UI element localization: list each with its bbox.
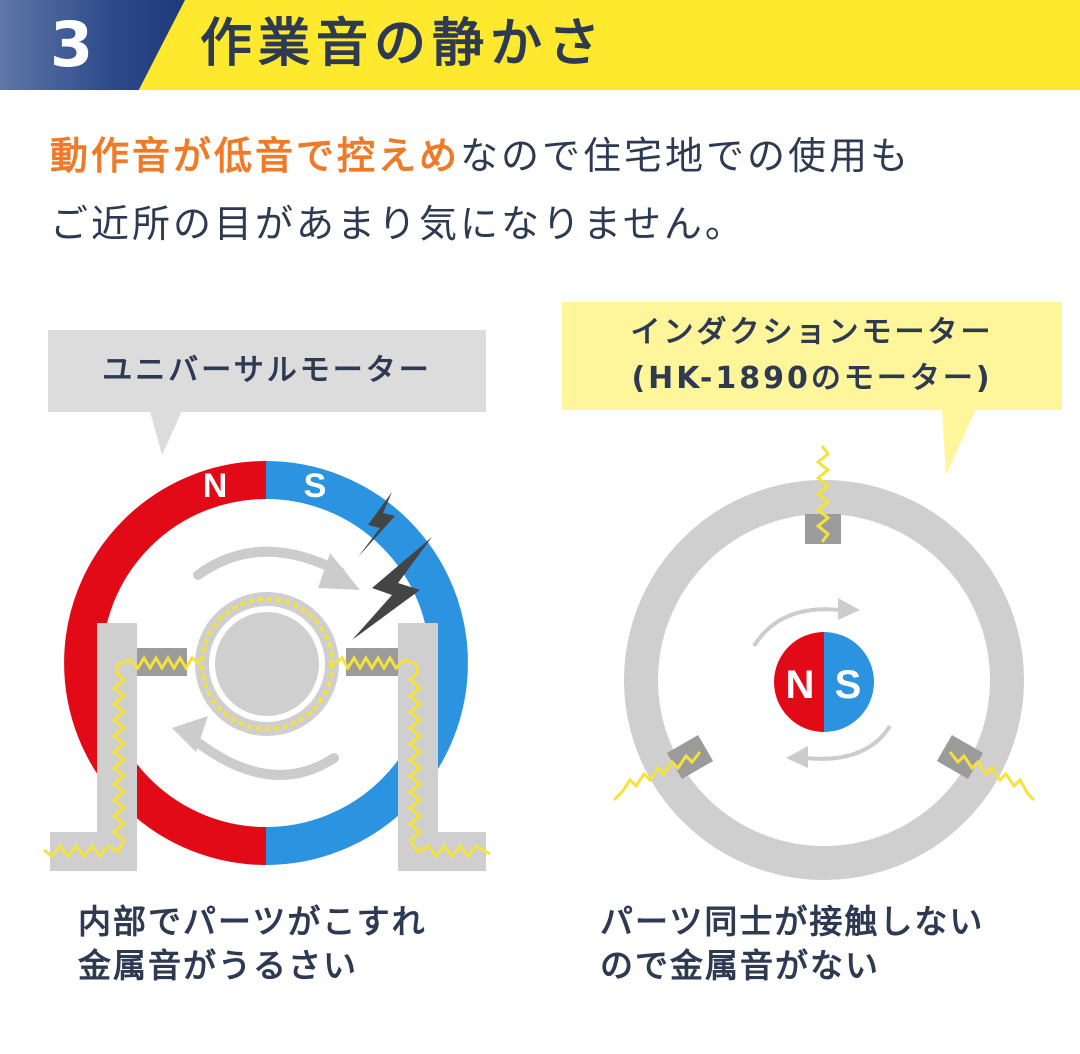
magnet-s-label: S xyxy=(835,663,862,707)
vibration-wave-left-icon xyxy=(612,751,702,802)
induction-motor-caption-line-1: パーツ同士が接触しない xyxy=(600,902,985,941)
rotation-arrow-bottom-head-icon xyxy=(172,716,208,752)
spark-small-icon xyxy=(358,492,395,557)
pole-n-label: N xyxy=(203,467,228,505)
induction-motor-label-line-1: インダクションモーター xyxy=(630,315,994,350)
universal-motor-caption: 内部でパーツがこすれ 金属音がうるさい xyxy=(78,900,427,988)
vibration-wave-right-icon xyxy=(333,655,491,859)
induction-motor-label: インダクションモーター (HK-1890のモーター) xyxy=(562,310,1062,402)
universal-motor-caption-line-1: 内部でパーツがこすれ xyxy=(78,902,427,941)
section-header: 3 作業音の静かさ xyxy=(0,0,1080,90)
rotation-arrow-top-head-icon xyxy=(838,598,860,620)
lead-text: 動作音が低音で控えめなので住宅地での使用も ご近所の目があまり気になりません。 xyxy=(50,122,911,258)
universal-motor-bubble-tail xyxy=(150,411,182,455)
right-shaft-bearing xyxy=(346,648,398,676)
section-title: 作業音の静かさ xyxy=(200,14,607,74)
universal-motor-diagram: N S xyxy=(43,461,491,871)
vibration-wave-right-icon xyxy=(948,751,1036,802)
induction-motor-bubble-tail xyxy=(942,409,976,475)
section-number: 3 xyxy=(50,8,94,81)
rotation-arrow-bottom-icon xyxy=(187,733,339,780)
induction-motor-caption: パーツ同士が接触しない ので金属音がない xyxy=(600,900,984,988)
rotor-core-icon xyxy=(215,612,319,716)
universal-motor-bubble: ユニバーサルモーター xyxy=(48,330,486,412)
universal-motor-label: ユニバーサルモーター xyxy=(102,353,432,388)
lead-highlight: 動作音が低音で控えめ xyxy=(50,134,461,178)
magnet-north-half-icon xyxy=(774,632,824,732)
magnet-south-half-icon xyxy=(824,632,874,732)
rotation-arrow-bottom-icon xyxy=(805,724,892,761)
lead-line-1: 動作音が低音で控えめなので住宅地での使用も xyxy=(50,122,911,190)
rotation-arrow-top-head-icon xyxy=(318,553,360,590)
pole-s-label: S xyxy=(304,467,327,505)
lead-line-2: ご近所の目があまり気になりません。 xyxy=(50,202,746,246)
rotation-arrow-top-icon xyxy=(752,607,841,648)
induction-motor-caption-line-2: ので金属音がない xyxy=(600,946,880,985)
stator-south-arc-icon xyxy=(265,461,468,865)
spark-large-icon xyxy=(352,537,432,640)
rotation-arrow-bottom-head-icon xyxy=(786,746,808,768)
induction-motor-diagram: N S xyxy=(612,445,1036,880)
magnet-n-label: N xyxy=(786,663,815,707)
lead-line-1-rest: なので住宅地での使用も xyxy=(460,134,912,178)
induction-motor-bubble: インダクションモーター (HK-1890のモーター) xyxy=(562,302,1062,410)
rotor-vibration-ring-icon xyxy=(200,597,334,731)
rotation-arrow-top-icon xyxy=(193,546,345,580)
stator-north-arc-icon xyxy=(64,461,267,865)
vibration-wave-top-icon xyxy=(815,445,831,543)
induction-motor-label-line-2: (HK-1890のモーター) xyxy=(631,361,993,396)
vibration-wave-left-icon xyxy=(43,655,201,859)
left-shaft-bearing xyxy=(137,648,187,676)
universal-motor-caption-line-2: 金属音がうるさい xyxy=(78,946,358,985)
